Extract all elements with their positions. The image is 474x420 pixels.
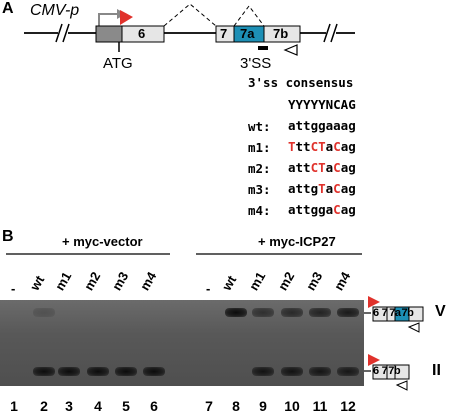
upper-reverse-primer-icon <box>407 322 420 333</box>
panel-a-label: A <box>2 0 14 17</box>
lane-number: 5 <box>122 398 130 414</box>
probe-bar <box>258 46 268 50</box>
upper-band <box>337 308 359 317</box>
sequence-value: attCTaCag <box>288 160 356 175</box>
right-break-icon <box>323 23 338 43</box>
upper-band-label: V <box>435 303 446 320</box>
lane-number: 9 <box>259 398 267 414</box>
forward-primer-icon <box>120 10 133 25</box>
lower-exon-7b-box <box>394 364 410 380</box>
lane-number: 2 <box>40 398 48 414</box>
lane-number: 10 <box>284 398 300 414</box>
exon-7a-label: 7a <box>240 26 255 41</box>
lower-forward-primer-icon <box>368 354 380 366</box>
sequence-name: m4: <box>248 203 271 218</box>
upper-band <box>225 308 247 317</box>
exon-7-label: 7 <box>220 26 228 41</box>
group-label-icp27: + myc-ICP27 <box>258 234 336 249</box>
lower-band <box>309 367 331 376</box>
lower-band <box>252 367 274 376</box>
lower-exon-7b-label: 7b <box>388 365 401 377</box>
sequence-value: TttCTaCag <box>288 139 356 154</box>
exon-7b-box <box>263 25 301 43</box>
splice-line-upper-1 <box>163 3 217 27</box>
sequence-name: wt: <box>248 119 271 134</box>
upper-band <box>33 308 55 317</box>
left-break-icon <box>55 23 70 43</box>
lane-number: 4 <box>94 398 102 414</box>
sequence-row: wt: attggaaag <box>248 118 356 139</box>
exon-6-box <box>121 25 165 43</box>
splice-line-upper-2 <box>233 5 265 27</box>
atg-label: ATG <box>103 55 133 72</box>
lower-band <box>58 367 80 376</box>
exon-6-label: 6 <box>138 26 146 41</box>
lower-product-diagram <box>368 354 410 391</box>
lower-exon-7-label: 7 <box>381 365 388 377</box>
lane-number: 6 <box>150 398 158 414</box>
splice-site-label: 3'SS <box>240 55 272 72</box>
group-label-vector: + myc-vector <box>62 234 143 249</box>
lane-number: 3 <box>65 398 73 414</box>
sequence-value: attgTaCag <box>288 181 356 196</box>
upper-exon-7b-label: 7b <box>401 307 414 319</box>
lane-number: 7 <box>205 398 213 414</box>
exon-7b-label: 7b <box>273 26 289 41</box>
lower-band <box>337 367 359 376</box>
sequence-value: attggaaag <box>288 118 356 133</box>
panel-b-label: B <box>2 228 14 245</box>
sequence-name: m3: <box>248 182 271 197</box>
lane-number: 11 <box>312 398 328 414</box>
sequence-row: m1: TttCTaCag <box>248 139 356 160</box>
lane-label: - <box>11 281 16 296</box>
lower-exon-6-label: 6 <box>373 365 379 377</box>
upper-exon-7-label: 7 <box>381 307 388 319</box>
reverse-primer-icon <box>283 44 298 56</box>
upper-band <box>281 308 303 317</box>
lower-band <box>281 367 303 376</box>
upper-exon-7a-label: 7a <box>389 307 401 319</box>
sequence-row: m2: attCTaCag <box>248 160 356 181</box>
lane-number: 8 <box>232 398 240 414</box>
lower-band <box>143 367 165 376</box>
consensus-title: 3'ss consensus <box>248 75 354 90</box>
lane-number: 12 <box>340 398 356 414</box>
lower-band <box>115 367 137 376</box>
sequence-row: m3: attgTaCag <box>248 181 356 202</box>
sequence-row: m4: attggaCag <box>248 202 356 223</box>
sequence-name: m2: <box>248 161 271 176</box>
upper-band <box>252 308 274 317</box>
lower-band-label: II <box>432 362 441 379</box>
upper-forward-primer-icon <box>368 296 380 308</box>
upper-exon-7b-box <box>408 306 424 322</box>
promoter-label: CMV-p <box>30 2 80 19</box>
sequence-table: wt: attggaaag m1: TttCTaCag m2: attCTaCa… <box>248 118 356 223</box>
lower-band <box>87 367 109 376</box>
sequence-name: m1: <box>248 140 271 155</box>
upper-band <box>309 308 331 317</box>
lower-band <box>33 367 55 376</box>
gene-construct-diagram <box>24 3 355 56</box>
upper-exon-6-label: 6 <box>373 307 379 319</box>
upper-product-diagram <box>368 296 424 333</box>
lane-number: 1 <box>10 398 18 414</box>
gel-image <box>0 300 364 386</box>
consensus-sequence: YYYYYNCAG <box>288 97 356 112</box>
lower-reverse-primer-icon <box>395 380 408 391</box>
lane-label: - <box>206 281 211 296</box>
sequence-value: attggaCag <box>288 202 356 217</box>
